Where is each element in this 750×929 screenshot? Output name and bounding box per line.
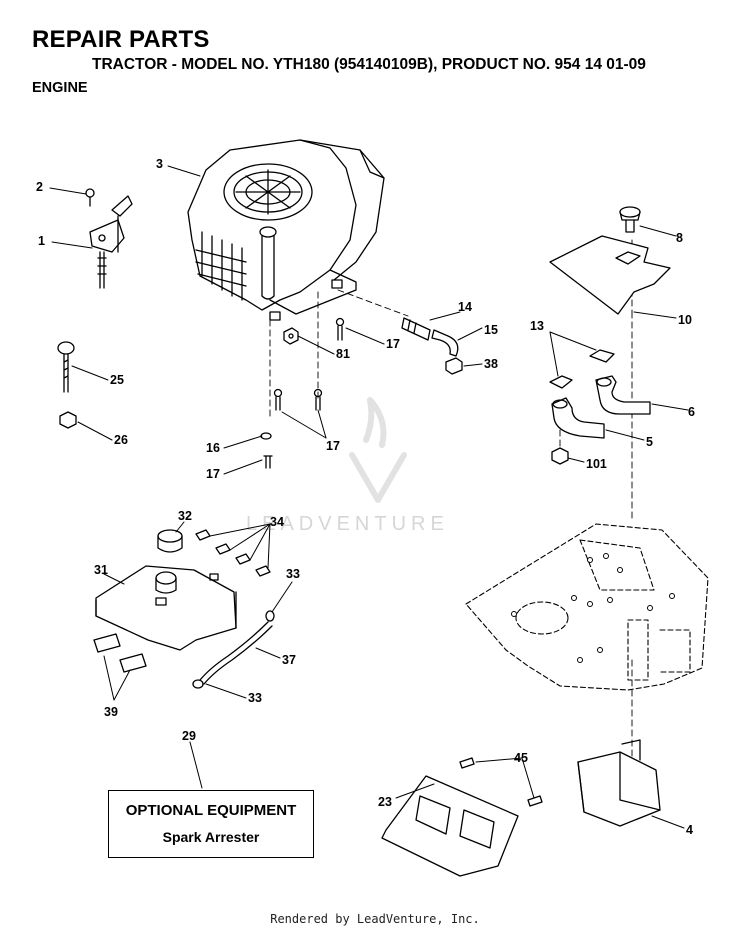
- callout-17-top: 17: [386, 337, 400, 351]
- callout-34: 34: [270, 515, 284, 529]
- footer-credit: Rendered by LeadVenture, Inc.: [270, 912, 480, 926]
- frame-holes: [511, 553, 675, 663]
- callout-16: 16: [206, 441, 220, 455]
- callout-33-bottom: 33: [248, 691, 262, 705]
- callout-1: 1: [38, 234, 45, 248]
- pad-part-39[interactable]: [93, 633, 147, 673]
- callout-numbers: 2 1 3 8 10 13 14 15 38 17 81 6 5 101 25 …: [36, 157, 695, 837]
- dipstick-part-25[interactable]: [57, 341, 75, 393]
- callout-13: 13: [530, 319, 544, 333]
- watermark-text: LEADVENTURE: [246, 513, 449, 535]
- optional-equipment-item: Spark Arrester: [162, 829, 260, 845]
- optional-equipment-box: OPTIONAL EQUIPMENT Spark Arrester: [108, 790, 314, 858]
- callout-101: 101: [586, 457, 607, 471]
- nut-part-38[interactable]: [445, 357, 463, 375]
- callout-31: 31: [94, 563, 108, 577]
- callout-33-top: 33: [286, 567, 300, 581]
- callout-10: 10: [678, 313, 692, 327]
- nut-part-26[interactable]: [59, 411, 77, 429]
- heat-shield-part-10[interactable]: [549, 235, 671, 315]
- callout-81: 81: [336, 347, 350, 361]
- screw-part-2[interactable]: [85, 188, 95, 207]
- callout-8: 8: [676, 231, 683, 245]
- knob-part-8[interactable]: [619, 206, 641, 233]
- gasket-part-13[interactable]: [549, 349, 615, 389]
- fuel-hose-part-37[interactable]: [199, 621, 273, 685]
- nut-part-101[interactable]: [551, 447, 569, 465]
- optional-equipment-heading: OPTIONAL EQUIPMENT: [125, 802, 297, 819]
- callout-39: 39: [104, 705, 118, 719]
- callout-37: 37: [282, 653, 296, 667]
- tractor-frame[interactable]: [465, 523, 709, 691]
- callout-17-bottom: 17: [206, 467, 220, 481]
- muffler-part-4[interactable]: [577, 739, 661, 827]
- assembly-lines: [269, 239, 633, 761]
- throttle-control-part-1[interactable]: [89, 195, 133, 289]
- callout-26: 26: [114, 433, 128, 447]
- callout-23: 23: [378, 795, 392, 809]
- page-title: REPAIR PARTS: [32, 26, 210, 53]
- watermark-logo-icon: [349, 397, 407, 503]
- callout-32: 32: [178, 509, 192, 523]
- callout-29: 29: [182, 729, 196, 743]
- callout-4: 4: [686, 823, 693, 837]
- bolt-part-17[interactable]: [263, 317, 345, 469]
- bracket-part-23[interactable]: [381, 775, 519, 877]
- clamp-part-33[interactable]: [192, 610, 275, 689]
- callout-45: 45: [514, 751, 528, 765]
- callout-15: 15: [484, 323, 498, 337]
- section-label: ENGINE: [32, 80, 88, 96]
- callout-14: 14: [458, 300, 472, 314]
- callout-5: 5: [646, 435, 653, 449]
- fuel-tank-part-31[interactable]: [95, 565, 237, 651]
- model-subtitle: TRACTOR - MODEL NO. YTH180 (954140109B),…: [92, 56, 646, 73]
- exhaust-pipe-part-6[interactable]: [595, 375, 651, 415]
- callout-17-middle: 17: [326, 439, 340, 453]
- pad-part-34[interactable]: [195, 529, 271, 577]
- elbow-part-15[interactable]: [431, 329, 459, 357]
- callout-3: 3: [156, 157, 163, 171]
- exhaust-pipe-part-5[interactable]: [551, 397, 605, 439]
- fuel-cap-part-32[interactable]: [157, 529, 183, 553]
- callout-2: 2: [36, 180, 43, 194]
- callout-6: 6: [688, 405, 695, 419]
- bolt-part-45[interactable]: [459, 757, 543, 807]
- nut-part-81[interactable]: [283, 327, 299, 345]
- pipe-part-14[interactable]: [401, 317, 431, 341]
- callout-38: 38: [484, 357, 498, 371]
- leader-lines: [49, 165, 689, 829]
- callout-25: 25: [110, 373, 124, 387]
- engine-part-3[interactable]: [187, 139, 385, 321]
